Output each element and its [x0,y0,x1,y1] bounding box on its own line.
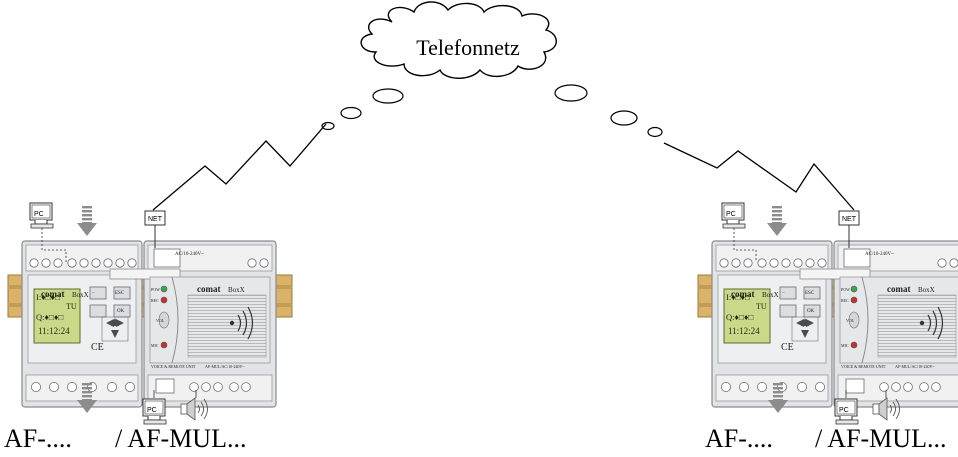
right-system: comat BoxX comat BoxX I:♦□♦□ TU Q:♦□♦□ 1… [697,202,958,425]
right-lcd-line1: I:♦□♦□ [726,292,750,302]
left-btn-esc: ESC [115,291,125,296]
thought-bubbles [321,84,663,138]
right-lcd-line3: Q:♦□♦□ [726,312,753,322]
left-vol-label: VOL [156,318,165,323]
left-pc-bottom-label: PC [147,407,157,414]
left-brand: comat [41,289,65,299]
cloud-label: Telefonnetz [416,35,520,60]
right-btn-esc: ESC [805,291,815,296]
left-lcd-line3: Q:♦□♦□ [36,312,63,322]
left-pow-led: POW [151,287,160,292]
right-mul-brand: comat [887,284,911,294]
left-lcd-line2: TU [66,302,77,311]
right-pc-bottom-label: PC [839,407,849,414]
left-voice-unit: VOICE & REMOTE UNIT [151,364,196,369]
right-mul-product: BoxX [918,286,935,294]
right-caption-model: AF-.... [705,424,773,453]
right-net-label: NET [842,216,857,223]
left-ce-mark: CE [91,342,104,353]
right-pow-led: POW [841,287,850,292]
right-product: BoxX [762,291,779,299]
right-btn-minus: − [782,291,785,296]
left-net-label: NET [148,216,163,223]
left-lcd-line1: I:♦□♦□ [36,292,60,302]
right-input-arrow [767,206,787,236]
left-mul-brand: comat [197,284,221,294]
right-voice-unit: VOICE & REMOTE UNIT [841,364,886,369]
phone-line-left [152,123,327,211]
left-pc-top-link [41,228,67,262]
left-mic-label: MIC [151,343,159,348]
left-input-arrow [77,206,97,236]
left-controller-and-mul-module [7,240,293,408]
right-brand: comat [731,289,755,299]
phone-line-right [663,142,855,211]
right-pc-top-link [733,228,757,262]
left-lcd-line4: 11:12:24 [38,326,70,336]
left-caption-model: AF-.... [4,424,72,453]
left-system: comat BoxX comat BoxX I:♦□♦□ TU Q:♦□♦□ 1… [7,202,293,425]
left-mul-model: AF-MUL/AC/10-240V~ [205,364,245,369]
right-power-label: AC/10-240V~ [865,252,894,257]
right-vol-label: VOL [846,318,855,323]
left-pc-top-label: PC [34,211,44,218]
right-lcd-line4: 11:12:24 [728,326,760,336]
left-power-label: AC/10-240V~ [175,252,204,257]
right-pc-top-label: PC [726,211,736,218]
left-mul-product: BoxX [228,286,245,294]
right-btn-ok: OK [807,309,815,314]
right-mul-model: AF-MUL/AC/10-240V~ [895,364,935,369]
right-caption-module: / AF-MUL... [815,424,947,453]
left-rec-led: REC [151,298,159,303]
right-lcd-line2: TU [756,302,767,311]
left-btn-ok: OK [117,309,125,314]
left-btn-minus: − [92,291,95,296]
left-product: BoxX [72,291,89,299]
right-rec-led: REC [841,298,849,303]
right-ce-mark: CE [781,342,794,353]
telephone-network-cloud [360,1,557,79]
left-caption-module: / AF-MUL... [115,424,247,453]
right-mic-label: MIC [841,343,849,348]
right-controller-and-mul-module [697,240,958,408]
